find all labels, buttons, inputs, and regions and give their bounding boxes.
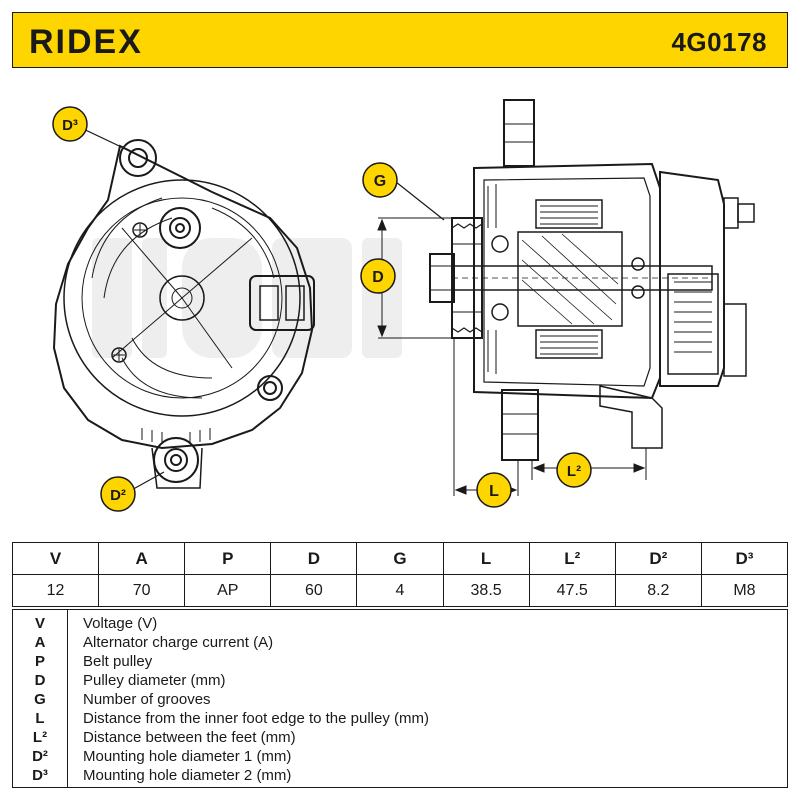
legend-item: D² Mounting hole diameter 1 (mm) (13, 748, 789, 767)
spec-header-cell: D³ (700, 542, 789, 575)
legend-symbol: D (34, 672, 46, 689)
legend-description: Voltage (V) (83, 615, 158, 632)
spec-value-cell: 4 (356, 574, 444, 607)
legend-item: D Pulley diameter (mm) (13, 672, 789, 691)
spec-value-cell: 60 (270, 574, 358, 607)
spec-value-row: 12 70 AP 60 4 38.5 47.5 8.2 M8 (11, 574, 789, 607)
ridex-watermark (92, 238, 402, 358)
legend-symbol: D³ (32, 767, 48, 784)
spec-value-cell: 70 (98, 574, 186, 607)
spec-header-row: V A P D G L L² D² D³ (11, 542, 789, 575)
spec-value-cell: 38.5 (442, 574, 530, 607)
legend-symbol: P (34, 653, 45, 670)
spec-header-cell: A (98, 542, 186, 575)
legend-symbol: L (35, 710, 45, 727)
legend-description: Mounting hole diameter 2 (mm) (83, 767, 292, 784)
callout-d2: D² (100, 476, 136, 512)
legend-description: Mounting hole diameter 1 (mm) (83, 748, 292, 765)
part-number: 4G0178 (671, 27, 767, 57)
svg-text:G: G (374, 173, 386, 190)
spec-table: V A P D G L L² D² D³ 12 70 AP 60 4 38.5 … (11, 542, 789, 607)
legend-symbol: D² (32, 748, 48, 765)
alternator-side-section (429, 99, 755, 461)
legend-item: G Number of grooves (13, 691, 789, 710)
dimension-l (453, 338, 519, 496)
svg-text:D: D (372, 269, 384, 286)
legend-symbol-column (13, 610, 68, 787)
legend-item: L Distance from the inner foot edge to t… (13, 710, 789, 729)
spec-header-cell: G (356, 542, 444, 575)
spec-value-cell: M8 (700, 574, 789, 607)
alternator-front-view (52, 139, 315, 489)
svg-text:L: L (489, 483, 499, 500)
legend-symbol: G (34, 691, 46, 708)
legend-symbol: L² (32, 729, 48, 746)
logo-text: RIDEX (29, 25, 143, 57)
legend-item: A Alternator charge current (A) (13, 634, 789, 653)
legend-description: Number of grooves (83, 691, 211, 708)
svg-text:D³: D³ (62, 117, 78, 134)
legend-symbol: A (34, 634, 46, 651)
spec-value-cell: 47.5 (528, 574, 616, 607)
legend-description: Belt pulley (83, 653, 153, 670)
spec-value-cell: AP (184, 574, 272, 607)
spec-header-cell: D² (614, 542, 702, 575)
legend-description: Distance from the inner foot edge to the… (83, 710, 429, 727)
legend-item: L² Distance between the feet (mm) (13, 729, 789, 748)
callout-l: L (476, 472, 512, 508)
svg-text:L²: L² (567, 463, 581, 480)
spec-header-cell: L (442, 542, 530, 575)
ridex-logo: RIDEX (29, 23, 199, 62)
legend-symbol: V (34, 615, 45, 632)
callout-g: G (362, 162, 398, 198)
spec-value-cell: 8.2 (614, 574, 702, 607)
legend-description: Distance between the feet (mm) (83, 729, 296, 746)
legend-description: Alternator charge current (A) (83, 634, 274, 651)
technical-drawing: D³ D² (12, 68, 788, 542)
svg-text:D²: D² (110, 487, 126, 504)
spec-header-cell: L² (528, 542, 616, 575)
spec-value-cell: 12 (11, 574, 100, 607)
legend-item: V Voltage (V) (13, 615, 789, 634)
legend-item: P Belt pulley (13, 653, 789, 672)
callout-l2: L² (556, 452, 592, 488)
callout-d: D (360, 258, 396, 294)
legend-item: D³ Mounting hole diameter 2 (mm) (13, 767, 789, 786)
header-bar: RIDEX 4G0178 (12, 12, 788, 68)
spec-header-cell: P (184, 542, 272, 575)
spec-header-cell: V (11, 542, 100, 575)
spec-header-cell: D (270, 542, 358, 575)
legend-description: Pulley diameter (mm) (83, 672, 226, 689)
callout-d3: D³ (52, 106, 88, 142)
legend: V Voltage (V) A Alternator charge curren… (12, 609, 788, 788)
